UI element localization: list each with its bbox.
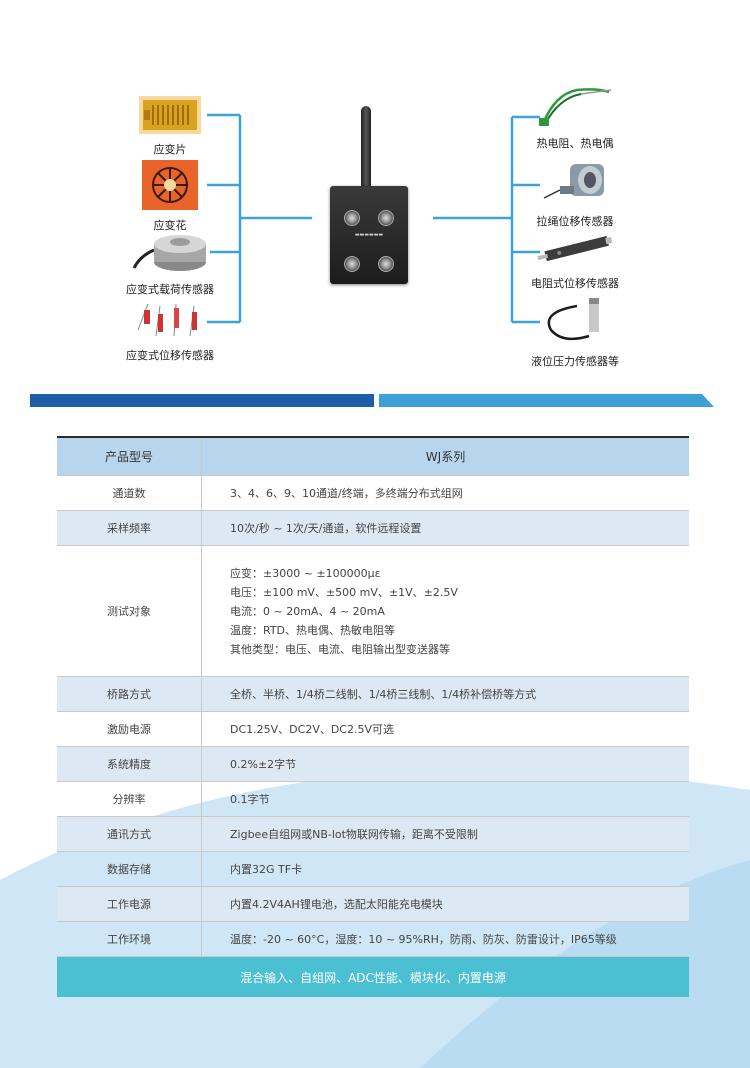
left-item-load-cell: 应变式载荷传感器 xyxy=(120,228,220,297)
test-object-line: 应变：±3000 ~ ±100000με xyxy=(230,566,381,580)
table-row: 系统精度 0.2%±2字节 xyxy=(57,746,689,782)
header-value: WJ系列 xyxy=(201,436,689,476)
right-item-label: 热电阻、热电偶 xyxy=(536,137,614,150)
row-label: 测试对象 xyxy=(57,545,202,677)
level-pressure-sensor-icon xyxy=(547,298,599,341)
row-value: 3、4、6、9、10通道/终端，多终端分布式组网 xyxy=(201,475,689,511)
feature-summary: 混合输入、自组网、ADC性能、模块化、内置电源 xyxy=(57,956,689,997)
row-label: 工作电源 xyxy=(57,886,202,922)
left-item-label: 应变片 xyxy=(153,143,187,156)
logger-nameplate: ▬▬▬▬▬▬ xyxy=(354,232,384,238)
row-value: 0.1字节 xyxy=(201,781,689,817)
connector xyxy=(344,210,360,226)
row-label: 数据存储 xyxy=(57,851,202,887)
row-label: 采样频率 xyxy=(57,510,202,546)
draw-wire-sensor-icon xyxy=(543,164,604,199)
table-row: 工作电源 内置4.2V4AH锂电池，选配太阳能充电模块 xyxy=(57,886,689,922)
row-label: 激励电源 xyxy=(57,711,202,747)
load-cell-icon xyxy=(132,235,206,271)
row-value: 0.2%±2字节 xyxy=(201,746,689,782)
table-row: 桥路方式 全桥、半桥、1/4桥二线制、1/4桥三线制、1/4桥补偿桥等方式 xyxy=(57,676,689,712)
header-label: 产品型号 xyxy=(57,436,202,476)
row-value: Zigbee自组网或NB-lot物联网传输，距离不受限制 xyxy=(201,816,689,852)
test-object-line: 电流：0 ~ 20mA、4 ~ 20mA xyxy=(230,604,385,618)
connector xyxy=(344,256,360,272)
divider-band-dark xyxy=(30,394,374,407)
left-item-label: 应变花 xyxy=(153,219,187,232)
table-header-row: 产品型号 WJ系列 xyxy=(57,436,689,476)
row-value-list: 应变：±3000 ~ ±100000με 电压：±100 mV、±500 mV、… xyxy=(201,545,689,677)
right-item-label: 拉绳位移传感器 xyxy=(536,215,614,228)
row-value: 10次/秒 ~ 1次/天/通道，软件远程设置 xyxy=(201,510,689,546)
divider-band-light xyxy=(379,394,714,407)
connector xyxy=(378,256,394,272)
spec-table: 产品型号 WJ系列 通道数 3、4、6、9、10通道/终端，多终端分布式组网 采… xyxy=(57,436,689,997)
left-item-label: 应变式位移传感器 xyxy=(126,349,214,362)
table-row: 采样频率 10次/秒 ~ 1次/天/通道，软件远程设置 xyxy=(57,510,689,546)
table-row: 测试对象 应变：±3000 ~ ±100000με 电压：±100 mV、±50… xyxy=(57,545,689,677)
row-value: DC1.25V、DC2V、DC2.5V可选 xyxy=(201,711,689,747)
test-object-line: 电压：±100 mV、±500 mV、±1V、±2.5V xyxy=(230,585,458,599)
connection-lines xyxy=(207,113,540,324)
row-value: 全桥、半桥、1/4桥二线制、1/4桥三线制、1/4桥补偿桥等方式 xyxy=(201,676,689,712)
row-label: 桥路方式 xyxy=(57,676,202,712)
table-footer-row: 混合输入、自组网、ADC性能、模块化、内置电源 xyxy=(57,956,689,997)
row-label: 分辨率 xyxy=(57,781,202,817)
displacement-probe-icon xyxy=(137,303,197,337)
row-label: 系统精度 xyxy=(57,746,202,782)
right-item-resistive: 电阻式位移传感器 xyxy=(520,232,630,291)
row-label: 通讯方式 xyxy=(57,816,202,852)
strain-rosette-icon xyxy=(142,160,198,210)
strain-gauge-icon xyxy=(139,96,201,134)
right-item-draw-wire: 拉绳位移传感器 xyxy=(520,160,630,229)
table-row: 激励电源 DC1.25V、DC2V、DC2.5V可选 xyxy=(57,711,689,747)
test-object-line: 温度：RTD、热电偶、热敏电阻等 xyxy=(230,623,396,637)
left-item-strain-gauge: 应变片 xyxy=(125,96,215,157)
row-value: 内置32G TF卡 xyxy=(201,851,689,887)
row-label: 通道数 xyxy=(57,475,202,511)
data-logger-icon: ▬▬▬▬▬▬ xyxy=(330,106,408,284)
table-row: 通道数 3、4、6、9、10通道/终端，多终端分布式组网 xyxy=(57,475,689,511)
sensor-connection-diagram: 应变片 应变花 应变式载荷传感器 xyxy=(0,0,750,380)
right-item-label: 液位压力传感器等 xyxy=(531,355,619,368)
table-row: 分辨率 0.1字节 xyxy=(57,781,689,817)
thermocouple-icon xyxy=(539,88,612,126)
table-row: 工作环境 温度：-20 ~ 60°C，湿度：10 ~ 95%RH，防雨、防灰、防… xyxy=(57,921,689,957)
left-item-label: 应变式载荷传感器 xyxy=(126,283,214,296)
table-row: 数据存储 内置32G TF卡 xyxy=(57,851,689,887)
right-item-thermocouple: 热电阻、热电偶 xyxy=(520,84,630,151)
row-value: 内置4.2V4AH锂电池，选配太阳能充电模块 xyxy=(201,886,689,922)
table-row: 通讯方式 Zigbee自组网或NB-lot物联网传输，距离不受限制 xyxy=(57,816,689,852)
left-item-displacement: 应变式位移传感器 xyxy=(120,300,220,363)
logger-enclosure: ▬▬▬▬▬▬ xyxy=(330,186,408,284)
row-value: 温度：-20 ~ 60°C，湿度：10 ~ 95%RH，防雨、防灰、防雷设计，I… xyxy=(201,921,689,957)
connector xyxy=(378,210,394,226)
left-item-strain-rosette: 应变花 xyxy=(125,160,215,233)
row-label: 工作环境 xyxy=(57,921,202,957)
right-item-level-pressure: 液位压力传感器等 xyxy=(520,296,630,369)
resistive-linear-sensor-icon xyxy=(537,235,613,262)
antenna xyxy=(361,106,371,192)
right-item-label: 电阻式位移传感器 xyxy=(531,277,619,290)
test-object-line: 其他类型：电压、电流、电阻输出型变送器等 xyxy=(230,642,450,656)
